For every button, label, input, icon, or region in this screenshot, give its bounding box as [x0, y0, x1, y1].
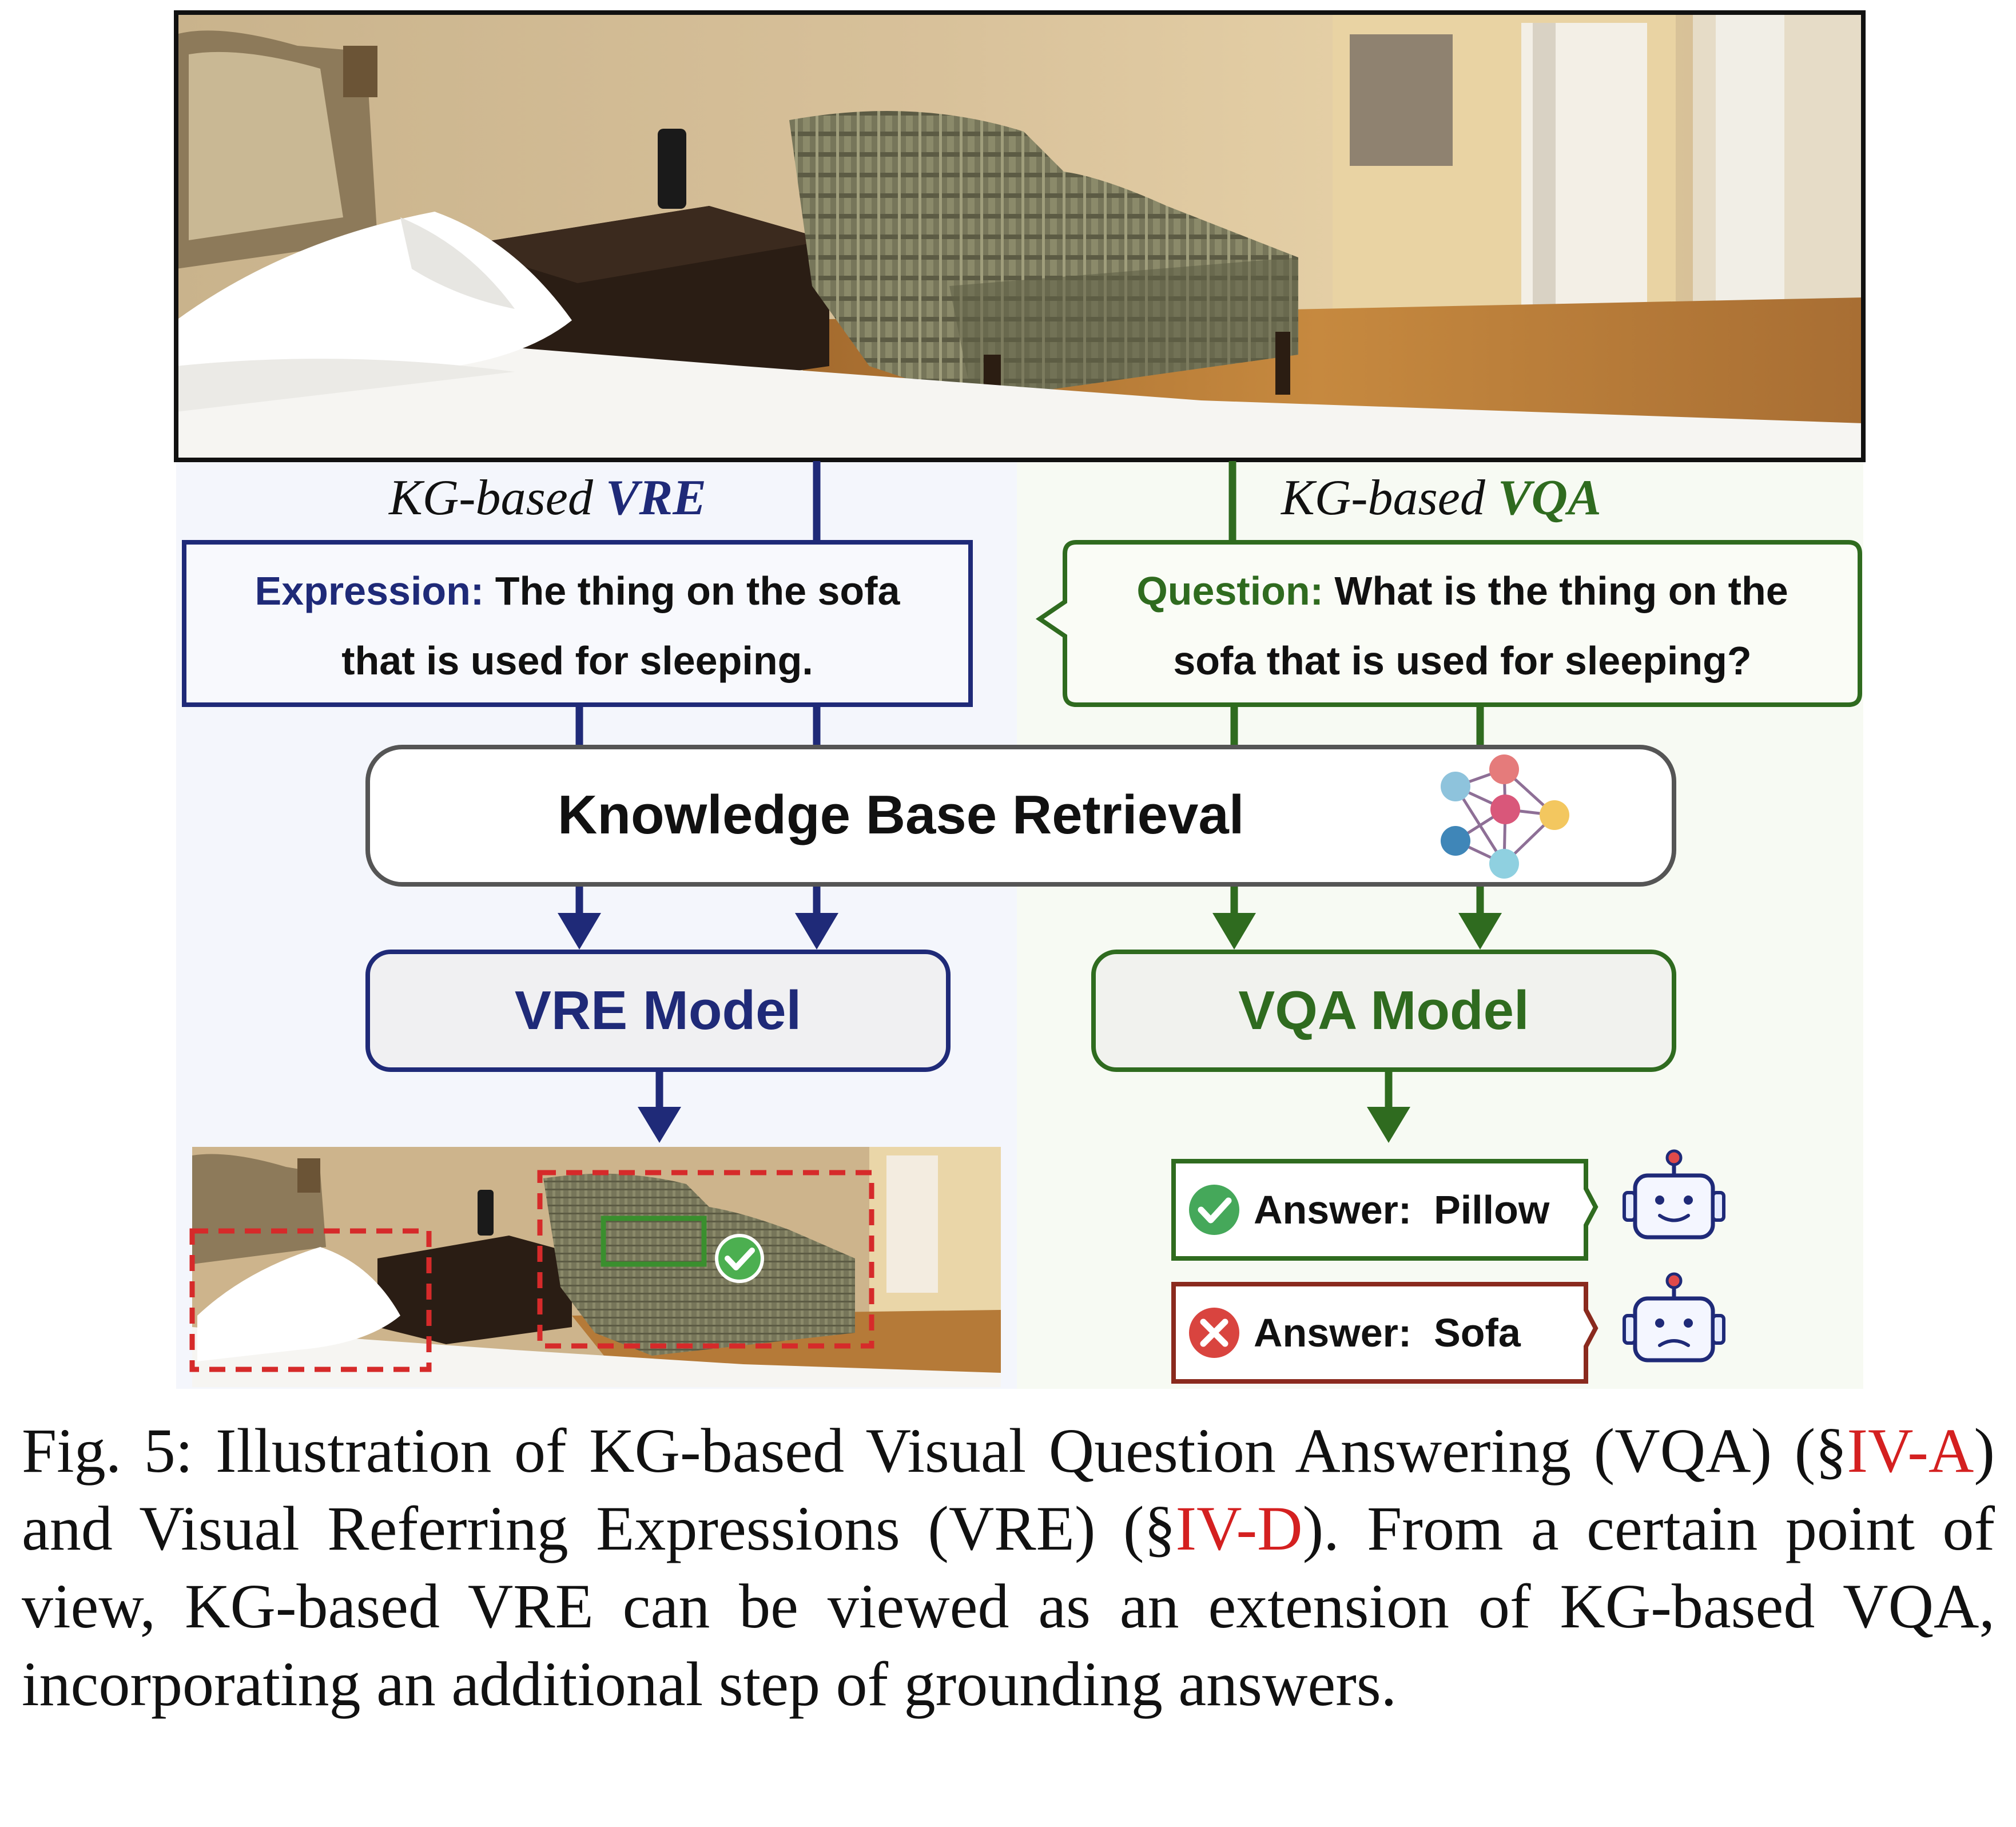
knowledge-base-retrieval-label: Knowledge Base Retrieval	[558, 784, 1244, 845]
vqa-title-emph: VQA	[1497, 470, 1601, 526]
section-link-iv-a[interactable]: IV-A	[1847, 1416, 1974, 1486]
photo-frame	[174, 10, 1866, 462]
vqa-title: KG-based VQA	[1281, 470, 1601, 526]
candidate-box-pillow	[189, 1228, 432, 1372]
answer-correct-label: Answer:	[1254, 1187, 1412, 1232]
question-line2: sofa that is used for sleeping?	[1173, 638, 1752, 683]
expression-label: Expression:	[255, 569, 484, 613]
answer-box-wrong	[1171, 1282, 1599, 1384]
answer-box-correct	[1171, 1159, 1599, 1261]
check-circle-icon	[715, 1234, 764, 1283]
question-label: Question:	[1136, 569, 1323, 613]
expression-text: Expression: The thing on the sofa that i…	[184, 556, 971, 696]
vre-title-emph: VRE	[605, 470, 706, 526]
question-text: Question: What is the thing on the sofa …	[1065, 556, 1860, 696]
x-circle-icon	[1189, 1308, 1239, 1358]
happy-robot-icon	[1623, 1149, 1725, 1240]
grounding-photo	[192, 1147, 1001, 1387]
question-bubble	[1035, 540, 1862, 707]
answer-correct: Answer: Pillow	[1254, 1187, 1549, 1233]
answer-wrong: Answer: Sofa	[1254, 1310, 1521, 1356]
figure-caption: Fig. 5: Illustration of KG-based Visual …	[22, 1416, 1995, 1719]
bedroom-photo	[176, 13, 1864, 460]
expression-line2: that is used for sleeping.	[341, 638, 813, 683]
answer-wrong-value: Sofa	[1434, 1310, 1521, 1355]
answer-wrong-label: Answer:	[1254, 1310, 1412, 1355]
vre-model-box	[365, 950, 951, 1072]
knowledge-base-retrieval-box	[365, 745, 1676, 887]
vre-title: KG-based VRE	[389, 470, 706, 526]
vre-model-label: VRE Model	[514, 980, 802, 1041]
figure: KG-based VRE KG-based VQA Expression: Th…	[174, 10, 1866, 1389]
vqa-model-box	[1091, 950, 1676, 1072]
answer-correct-value: Pillow	[1434, 1187, 1550, 1232]
sad-robot-icon	[1623, 1272, 1725, 1363]
candidate-box-sofa	[537, 1170, 874, 1349]
knowledge-graph-icon	[1441, 754, 1569, 879]
section-link-iv-d[interactable]: IV-D	[1175, 1494, 1303, 1563]
question-line1: What is the thing on the	[1323, 569, 1788, 613]
check-circle-icon	[1189, 1185, 1239, 1235]
vqa-model-label: VQA Model	[1238, 980, 1529, 1041]
expression-line1: The thing on the sofa	[484, 569, 900, 613]
grounded-answer-box	[601, 1216, 707, 1267]
expression-box	[182, 540, 973, 707]
